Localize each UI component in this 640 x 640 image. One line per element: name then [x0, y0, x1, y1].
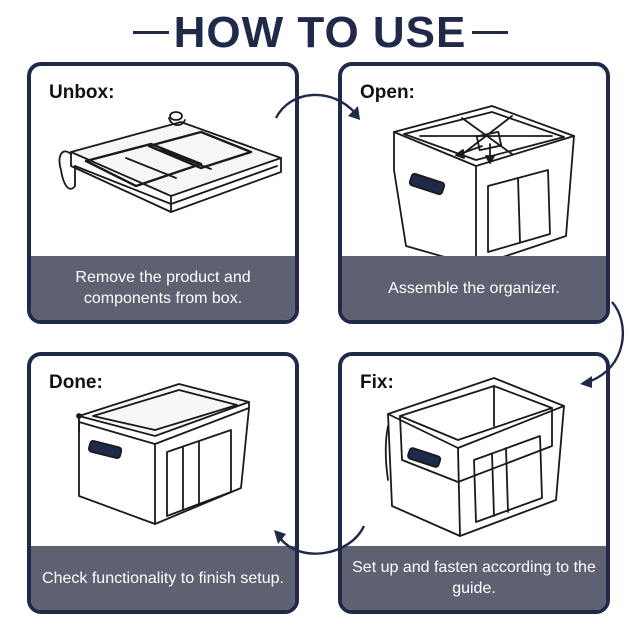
- title-rule-right: [472, 31, 508, 34]
- step-done-panel: Done: Check functionality to finish setu…: [27, 352, 299, 614]
- open-organizer-icon: [342, 66, 606, 266]
- title-rule-left: [133, 31, 169, 34]
- flow-arrow-unbox-to-open: [270, 86, 360, 120]
- flat-folded-box-icon: [31, 66, 295, 266]
- step-caption: Check functionality to finish setup.: [31, 546, 295, 610]
- flow-arrow-fix-to-done: [274, 520, 370, 564]
- frame-organizer-icon: [342, 356, 606, 556]
- step-label: Done:: [49, 372, 103, 393]
- step-caption: Remove the product and components from b…: [31, 256, 295, 320]
- page-title: HOW TO USE: [173, 8, 467, 57]
- step-caption: Set up and fasten according to the guide…: [342, 546, 606, 610]
- step-fix-panel: Fix: Set up and fasten according to the …: [338, 352, 610, 614]
- closed-organizer-icon: [76, 356, 295, 556]
- step-label: Unbox:: [49, 82, 115, 103]
- step-open-panel: Open: Assemble the organizer.: [338, 62, 610, 324]
- step-unbox-panel: Unbox: Remove the product and components…: [27, 62, 299, 324]
- header: HOW TO USE: [0, 0, 640, 64]
- step-label: Open:: [360, 82, 415, 103]
- flow-arrow-open-to-fix: [580, 298, 632, 388]
- step-label: Fix:: [360, 372, 394, 393]
- step-caption: Assemble the organizer.: [342, 256, 606, 320]
